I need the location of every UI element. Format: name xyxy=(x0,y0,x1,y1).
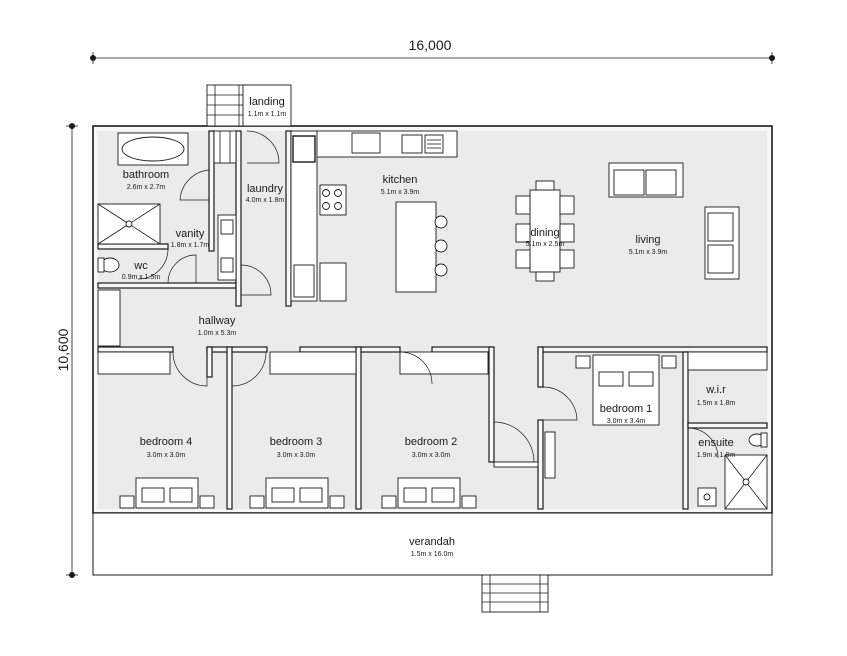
svg-text:1.0m x 5.3m: 1.0m x 5.3m xyxy=(198,330,237,337)
svg-text:ensuite: ensuite xyxy=(698,437,733,449)
svg-text:1.9m x 1.8m: 1.9m x 1.8m xyxy=(697,452,736,459)
laundry-door-swing xyxy=(246,130,280,164)
svg-text:2.6m x 2.7m: 2.6m x 2.7m xyxy=(127,184,166,191)
front-door-swing xyxy=(493,421,535,463)
bedroom-2-furniture xyxy=(381,351,489,509)
svg-text:dining: dining xyxy=(530,227,559,239)
laundry-inner-door-swing xyxy=(240,264,272,296)
hallway-cupboard xyxy=(97,289,121,347)
room-label-bedroom-1: bedroom 1 3.0m x 3.4m xyxy=(600,403,653,425)
shower xyxy=(97,203,161,245)
room-label-wc: wc 0.9m x 1.5m xyxy=(122,260,161,281)
wc-door-swing xyxy=(137,248,169,280)
width-dimension-label: 16,000 xyxy=(409,37,452,53)
room-label-landing: landing 1.1m x 1.1m xyxy=(248,96,287,118)
vanity-basins xyxy=(217,214,237,281)
bedroom-3-door-swing xyxy=(231,351,267,387)
front-entry-threshold xyxy=(493,461,539,468)
svg-text:3.0m x 3.0m: 3.0m x 3.0m xyxy=(277,452,316,459)
verandah-deck xyxy=(92,512,773,576)
svg-text:1.5m x 16.0m: 1.5m x 16.0m xyxy=(411,551,454,558)
landing-steps xyxy=(206,84,248,127)
svg-text:0.9m x 1.5m: 0.9m x 1.5m xyxy=(122,274,161,281)
bathtub xyxy=(117,132,189,166)
laundry-cupboard xyxy=(213,130,237,164)
room-label-kitchen: kitchen 5.1m x 3.9m xyxy=(381,174,420,196)
svg-text:1.5m x 1.8m: 1.5m x 1.8m xyxy=(697,400,736,407)
room-label-dining: dining 5.1m x 2.5m xyxy=(526,227,565,248)
room-label-hallway: hallway 1.0m x 5.3m xyxy=(198,315,237,337)
room-label-bedroom-4: bedroom 4 3.0m x 3.0m xyxy=(140,436,193,459)
bedroom-3-furniture xyxy=(249,351,357,509)
toilet xyxy=(97,257,120,273)
svg-text:bedroom 1: bedroom 1 xyxy=(600,403,653,415)
svg-text:verandah: verandah xyxy=(409,536,455,548)
kitchen-island xyxy=(395,201,448,293)
svg-text:4.0m x 1.8m: 4.0m x 1.8m xyxy=(246,197,285,204)
living-armchair xyxy=(704,206,740,280)
height-dimension-label: 10,600 xyxy=(55,328,71,371)
room-label-ensuite: ensuite 1.9m x 1.8m xyxy=(697,437,736,459)
wir-shelf xyxy=(687,351,768,371)
bedroom-1-furniture xyxy=(544,354,677,479)
verandah-steps xyxy=(481,574,549,613)
svg-text:bedroom 2: bedroom 2 xyxy=(405,436,458,448)
svg-text:5.1m x 2.5m: 5.1m x 2.5m xyxy=(526,241,565,248)
svg-text:3.0m x 3.0m: 3.0m x 3.0m xyxy=(412,452,451,459)
bathroom-door-swing xyxy=(179,169,210,201)
svg-text:laundry: laundry xyxy=(247,183,284,195)
svg-text:bedroom 3: bedroom 3 xyxy=(270,436,323,448)
room-label-wir: w.i.r 1.5m x 1.8m xyxy=(697,384,736,407)
bedroom-1-door-swing xyxy=(542,386,578,421)
svg-text:1.1m x 1.1m: 1.1m x 1.1m xyxy=(248,111,287,118)
svg-text:bedroom 4: bedroom 4 xyxy=(140,436,193,448)
room-label-laundry: laundry 4.0m x 1.8m xyxy=(246,183,285,204)
bedroom-4-furniture xyxy=(97,351,215,509)
landing-platform xyxy=(242,84,292,127)
vanity-door-swing xyxy=(167,254,197,284)
interior-walls xyxy=(97,130,768,510)
svg-text:w.i.r: w.i.r xyxy=(705,384,726,396)
room-label-bedroom-3: bedroom 3 3.0m x 3.0m xyxy=(270,436,323,459)
dining-table xyxy=(515,180,575,282)
svg-text:vanity: vanity xyxy=(176,228,205,240)
room-label-bathroom: bathroom 2.6m x 2.7m xyxy=(123,169,169,191)
height-dimension xyxy=(66,123,78,578)
svg-text:3.0m x 3.0m: 3.0m x 3.0m xyxy=(147,452,186,459)
svg-text:living: living xyxy=(635,234,660,246)
room-label-vanity: vanity 1.8m x 1.7m xyxy=(171,228,210,249)
width-dimension xyxy=(90,52,775,64)
svg-text:5.1m x 3.9m: 5.1m x 3.9m xyxy=(629,249,668,256)
svg-text:kitchen: kitchen xyxy=(383,174,418,186)
room-label-bedroom-2: bedroom 2 3.0m x 3.0m xyxy=(405,436,458,459)
svg-text:landing: landing xyxy=(249,96,284,108)
svg-text:hallway: hallway xyxy=(199,315,236,327)
bedroom-4-door-swing xyxy=(172,351,208,387)
svg-text:wc: wc xyxy=(133,260,148,272)
svg-text:bathroom: bathroom xyxy=(123,169,169,181)
room-label-living: living 5.1m x 3.9m xyxy=(629,234,668,256)
ensuite-door-swing xyxy=(687,427,719,459)
bedroom-2-door-swing xyxy=(399,351,433,385)
room-label-verandah: verandah 1.5m x 16.0m xyxy=(409,536,455,558)
svg-text:1.8m x 1.7m: 1.8m x 1.7m xyxy=(171,242,210,249)
ensuite-fixtures xyxy=(697,432,768,510)
svg-text:5.1m x 3.9m: 5.1m x 3.9m xyxy=(381,189,420,196)
svg-text:3.0m x 3.4m: 3.0m x 3.4m xyxy=(607,418,646,425)
kitchen-bench xyxy=(290,130,458,302)
living-sofa xyxy=(608,162,684,198)
